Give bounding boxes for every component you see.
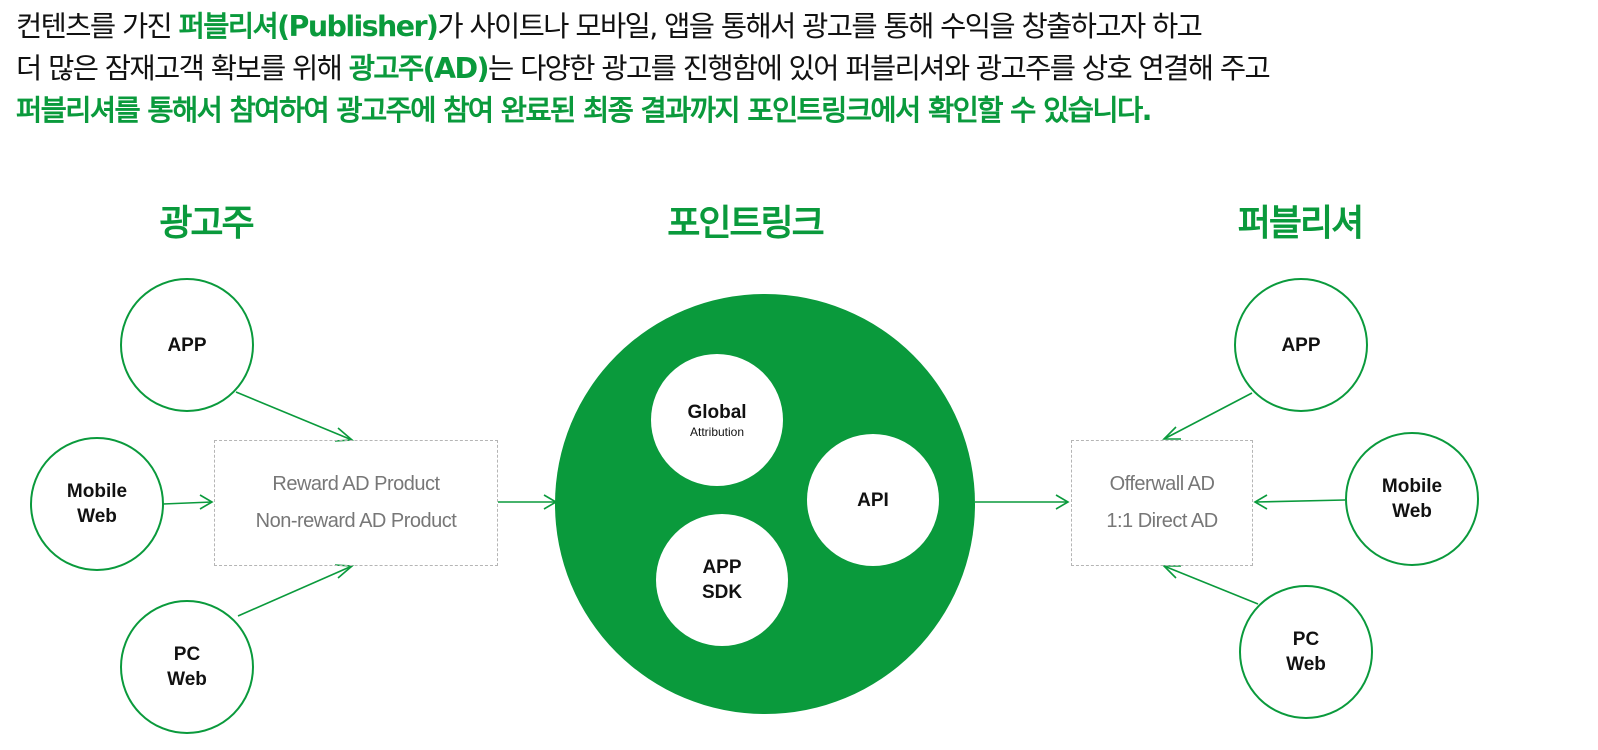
sdk-app-label: APP — [702, 557, 742, 578]
pointlink-title: 포인트링크 — [667, 203, 825, 244]
advertiser-pc-web-circle: PC Web — [120, 600, 254, 734]
advertiser-pcweb-label: Web — [167, 669, 207, 690]
advertiser-product-box: Reward AD Product Non-reward AD Product — [214, 440, 498, 566]
arrow-pub-mobile — [1254, 499, 1346, 503]
publisher-mobile-web-circle: Mobile Web — [1345, 432, 1479, 566]
advertiser-title: 광고주 — [159, 203, 254, 244]
arrow-pub-pc — [1163, 565, 1259, 605]
publisher-web-label: Web — [1392, 501, 1432, 522]
direct-ad: 1:1 Direct AD — [1106, 510, 1218, 532]
intro-text: 컨텐츠를 가진 퍼블리셔(Publisher)가 사이트나 모바일, 앱을 통해… — [16, 6, 1271, 132]
intro-line-1: 컨텐츠를 가진 퍼블리셔(Publisher)가 사이트나 모바일, 앱을 통해… — [16, 10, 1203, 43]
sdk-label: SDK — [701, 582, 743, 603]
reward-ad-product: Reward AD Product — [272, 473, 440, 495]
arrow-pub-app — [1163, 392, 1253, 440]
arrow-adv-mobile — [162, 501, 213, 505]
publisher-mobile-label: Mobile — [1381, 476, 1443, 497]
arrow-adv-app — [235, 391, 353, 441]
arrow-adv-pc — [237, 565, 353, 617]
global-attribution-circle: Global Attribution — [651, 354, 783, 486]
advertiser-mobile-label: Mobile — [66, 481, 128, 502]
publisher-pcweb-label: Web — [1286, 654, 1326, 675]
advertiser-mobile-web-circle: Mobile Web — [30, 437, 164, 571]
offerwall-ad: Offerwall AD — [1109, 473, 1215, 495]
api-label: API — [857, 489, 889, 511]
advertiser-pc-label: PC — [173, 644, 201, 665]
publisher-app-label: APP — [1281, 334, 1321, 356]
publisher-title: 퍼블리셔 — [1237, 203, 1364, 244]
attribution-label: Attribution — [689, 425, 745, 439]
non-reward-ad-product: Non-reward AD Product — [255, 510, 457, 532]
publisher-pc-label: PC — [1292, 629, 1320, 650]
global-label: Global — [687, 402, 747, 423]
advertiser-web-label: Web — [77, 506, 117, 527]
publisher-product-box: Offerwall AD 1:1 Direct AD — [1071, 440, 1253, 566]
advertiser-app-circle: APP — [120, 278, 254, 412]
intro-line-2: 더 많은 잠재고객 확보를 위해 광고주(AD)는 다양한 광고를 진행함에 있… — [16, 52, 1271, 85]
advertiser-app-label: APP — [167, 334, 207, 356]
publisher-pc-web-circle: PC Web — [1239, 585, 1373, 719]
publisher-app-circle: APP — [1234, 278, 1368, 412]
app-sdk-circle: APP SDK — [656, 514, 788, 646]
api-circle: API — [807, 434, 939, 566]
intro-line-3: 퍼블리셔를 통해서 참여하여 광고주에 참여 완료된 최종 결과까지 포인트링크… — [16, 94, 1152, 127]
